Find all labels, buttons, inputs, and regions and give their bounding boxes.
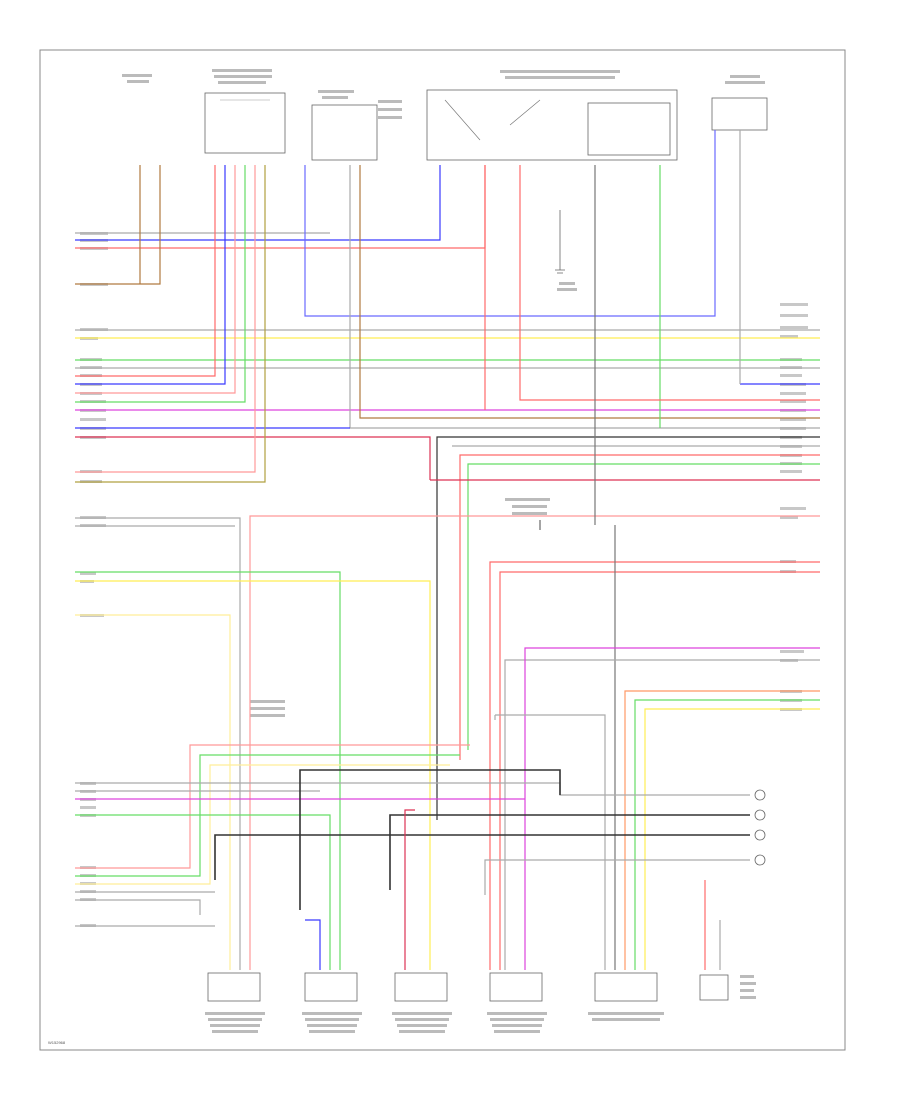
ground-symbols [555, 210, 766, 866]
bottom-connector-6 [699, 974, 756, 1001]
component-box-left-dash [204, 92, 286, 154]
component-box-right-top [711, 97, 768, 131]
bottom-connector-1 [205, 972, 265, 1033]
right-row-labels [780, 303, 808, 711]
wire-bus-lower [75, 165, 820, 970]
component-box-switch [311, 104, 378, 161]
diagram-frame [39, 49, 846, 1051]
left-row-labels [80, 232, 108, 927]
figure-id: W152968 [48, 1040, 66, 1045]
wire-bus-main [75, 130, 820, 820]
wire-bus-upper [75, 165, 486, 285]
bottom-connector-5 [588, 972, 664, 1021]
component-caption-marks [122, 69, 765, 717]
bottom-connector-2 [302, 972, 362, 1033]
bottom-connector-3 [392, 972, 452, 1033]
component-box-center-module [426, 89, 678, 161]
wire-ground-section [75, 744, 750, 970]
bottom-connector-4 [487, 972, 547, 1033]
